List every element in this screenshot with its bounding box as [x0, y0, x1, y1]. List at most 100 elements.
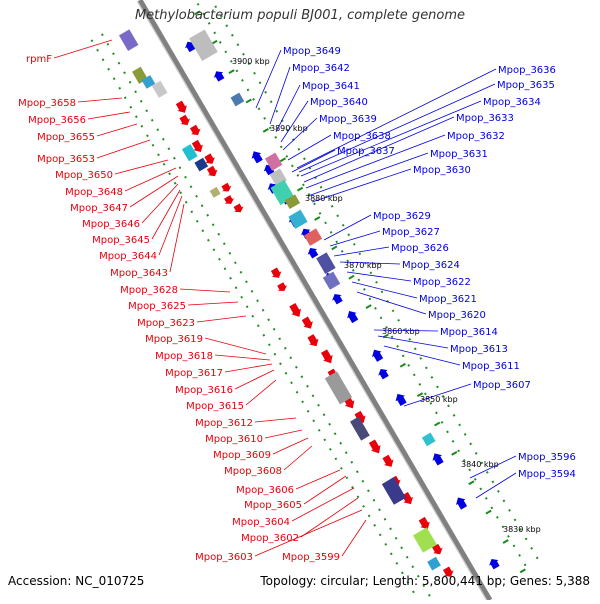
kbp-mark-label: 3840 kbp [461, 460, 499, 469]
scale-tick [296, 186, 304, 192]
reverse-gene-label[interactable]: Mpop_3631 [430, 149, 488, 160]
reverse-gene-label[interactable]: Mpop_3630 [413, 165, 471, 176]
feature-box-17 [324, 371, 353, 405]
forward-gene-connector [234, 369, 275, 390]
forward-gene-7-shape [224, 195, 235, 204]
forward-gene-label[interactable]: Mpop_3610 [205, 434, 263, 445]
reverse-gene-label[interactable]: Mpop_3638 [333, 131, 391, 142]
forward-gene-label[interactable]: Mpop_3625 [128, 301, 186, 312]
genome-backbone-highlight [136, 1, 488, 602]
reverse-gene-label[interactable]: Mpop_3637 [337, 146, 395, 157]
forward-gene-label[interactable]: Mpop_3647 [70, 203, 128, 214]
reverse-gene-label[interactable]: Mpop_3642 [292, 63, 350, 74]
forward-gene-label[interactable]: Mpop_3658 [18, 98, 76, 109]
forward-gene-21 [401, 492, 413, 505]
reverse-gene-label[interactable]: Mpop_3613 [450, 344, 508, 355]
reverse-gene-label[interactable]: Mpop_3635 [497, 80, 555, 91]
forward-gene-label[interactable]: Mpop_3644 [99, 251, 157, 262]
reverse-gene-label[interactable]: Mpop_3622 [413, 277, 471, 288]
forward-gene-label[interactable]: Mpop_3616 [175, 385, 233, 396]
forward-gene-connector [179, 288, 231, 293]
reverse-gene-label[interactable]: Mpop_3594 [518, 469, 576, 480]
reverse-gene-label[interactable]: Mpop_3640 [310, 97, 368, 108]
reverse-gene-connector [255, 49, 282, 109]
forward-gene-label[interactable]: Mpop_3643 [110, 268, 168, 279]
feature-box-3 [151, 80, 168, 98]
forward-gene-label[interactable]: Mpop_3646 [82, 219, 140, 230]
forward-gene-label[interactable]: Mpop_3609 [213, 450, 271, 461]
scale-tick [451, 451, 458, 456]
forward-gene-label[interactable]: Mpop_3645 [92, 235, 150, 246]
forward-gene-19 [382, 454, 394, 467]
scale-tick [519, 568, 526, 574]
reverse-gene-label[interactable]: Mpop_3632 [447, 131, 505, 142]
forward-gene-1 [179, 114, 190, 126]
reverse-gene-connector [269, 66, 291, 125]
feature-box-15 [316, 252, 336, 274]
forward-gene-3-shape [191, 139, 203, 153]
forward-gene-14-shape [320, 349, 333, 364]
forward-gene-label[interactable]: Mpop_3617 [165, 368, 223, 379]
kbp-mark-label: 3900 kbp [232, 57, 270, 66]
genome-summary-text: Topology: circular; Length: 5,800,441 bp… [260, 574, 590, 588]
forward-gene-14 [320, 349, 333, 364]
forward-gene-label[interactable]: Mpop_3604 [232, 517, 290, 528]
reverse-gene-label[interactable]: Mpop_3634 [483, 97, 541, 108]
reverse-gene-label[interactable]: Mpop_3620 [428, 310, 486, 321]
forward-gene-connector [224, 363, 273, 373]
forward-gene-label[interactable]: Mpop_3602 [241, 533, 299, 544]
forward-gene-1-shape [179, 114, 190, 126]
forward-gene-connector [87, 111, 131, 120]
forward-gene-label[interactable]: Mpop_3599 [282, 552, 340, 563]
reverse-gene-label[interactable]: Mpop_3614 [440, 327, 498, 338]
feature-box-6 [209, 186, 221, 198]
map-title: Methylobacterium populi BJ001, complete … [134, 8, 466, 23]
reverse-gene-2-shape [251, 151, 263, 164]
reverse-gene-label[interactable]: Mpop_3633 [456, 113, 514, 124]
forward-gene-label[interactable]: Mpop_3623 [137, 318, 195, 329]
reverse-gene-label[interactable]: Mpop_3624 [402, 260, 460, 271]
forward-gene-connector [96, 139, 151, 159]
reverse-gene-label[interactable]: Mpop_3626 [391, 243, 449, 254]
forward-gene-label[interactable]: Mpop_3628 [120, 285, 178, 296]
scale-tick [434, 421, 441, 427]
forward-gene-label[interactable]: Mpop_3648 [65, 187, 123, 198]
forward-gene-connector [254, 509, 363, 557]
scale-tick [348, 274, 355, 280]
reverse-gene-label[interactable]: Mpop_3621 [419, 294, 477, 305]
forward-gene-label[interactable]: Mpop_3656 [28, 115, 86, 126]
forward-gene-label[interactable]: rpmF [26, 54, 52, 65]
reverse-gene-label[interactable]: Mpop_3649 [283, 46, 341, 57]
forward-gene-label[interactable]: Mpop_3606 [236, 485, 294, 496]
forward-gene-label[interactable]: Mpop_3619 [145, 334, 203, 345]
forward-gene-17 [354, 410, 366, 423]
gc-track-3 [210, 0, 540, 561]
reverse-gene-label[interactable]: Mpop_3639 [319, 114, 377, 125]
reverse-gene-label[interactable]: Mpop_3607 [473, 380, 531, 391]
kbp-mark-label: 3890 kbp [270, 124, 308, 133]
forward-gene-label[interactable]: Mpop_3608 [224, 466, 282, 477]
forward-gene-label[interactable]: Mpop_3603 [195, 552, 253, 563]
forward-gene-label[interactable]: Mpop_3612 [195, 418, 253, 429]
reverse-gene-label[interactable]: Mpop_3596 [518, 452, 576, 463]
forward-gene-label[interactable]: Mpop_3655 [37, 132, 95, 143]
forward-gene-label[interactable]: Mpop_3653 [37, 154, 95, 165]
forward-gene-18 [368, 439, 381, 454]
reverse-gene-connector [329, 230, 381, 247]
reverse-gene-connector [403, 383, 472, 407]
feature-box-21 [427, 556, 441, 571]
forward-gene-13 [307, 334, 319, 347]
reverse-gene-11-shape [347, 310, 359, 324]
reverse-gene-label[interactable]: Mpop_3629 [373, 211, 431, 222]
reverse-gene-label[interactable]: Mpop_3641 [302, 81, 360, 92]
reverse-gene-label[interactable]: Mpop_3627 [382, 227, 440, 238]
forward-gene-24-shape [442, 566, 454, 577]
forward-gene-label[interactable]: Mpop_3618 [155, 351, 213, 362]
forward-gene-label[interactable]: Mpop_3650 [55, 170, 113, 181]
forward-gene-label[interactable]: Mpop_3605 [244, 500, 302, 511]
forward-gene-label[interactable]: Mpop_3615 [186, 401, 244, 412]
reverse-gene-label[interactable]: Mpop_3611 [462, 361, 520, 372]
reverse-gene-connector [377, 335, 449, 349]
reverse-gene-label[interactable]: Mpop_3636 [498, 65, 556, 76]
